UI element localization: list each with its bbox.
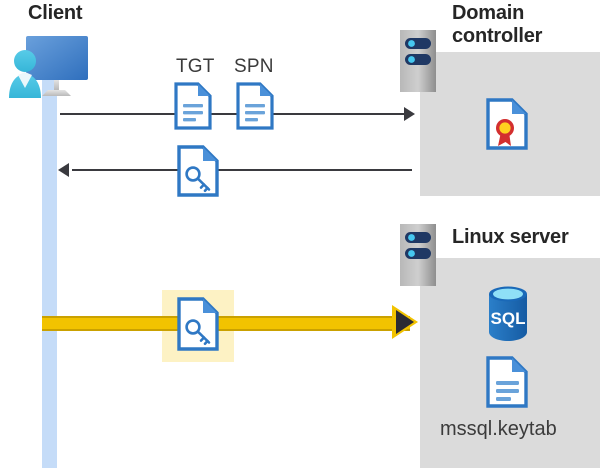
user-computer-icon — [4, 28, 104, 103]
linux-server-title: Linux server — [452, 226, 569, 248]
document-icon — [174, 82, 212, 130]
server-rack-icon — [398, 222, 442, 288]
request-arrow-head — [404, 107, 415, 121]
sql-label: SQL — [491, 309, 526, 328]
certificate-icon — [485, 97, 529, 151]
server-rack-icon — [398, 28, 442, 94]
client-lifeline — [42, 72, 57, 468]
sql-database-icon: SQL — [482, 284, 534, 344]
tgt-label: TGT — [176, 56, 215, 77]
spn-label: SPN — [234, 56, 274, 77]
domain-controller-title: Domain controller — [452, 2, 543, 47]
document-icon — [236, 82, 274, 130]
document-icon — [485, 355, 529, 409]
request-arrow-line — [60, 113, 412, 115]
service-ticket-arrow-head-inner — [396, 310, 414, 334]
service-ticket-arrow-line — [42, 316, 410, 331]
keytab-filename-label: mssql.keytab — [440, 418, 557, 440]
key-document-icon — [176, 144, 220, 198]
response-arrow-line — [72, 169, 412, 171]
key-document-icon — [176, 296, 220, 352]
client-title: Client — [28, 2, 83, 24]
response-arrow-head — [58, 163, 69, 177]
